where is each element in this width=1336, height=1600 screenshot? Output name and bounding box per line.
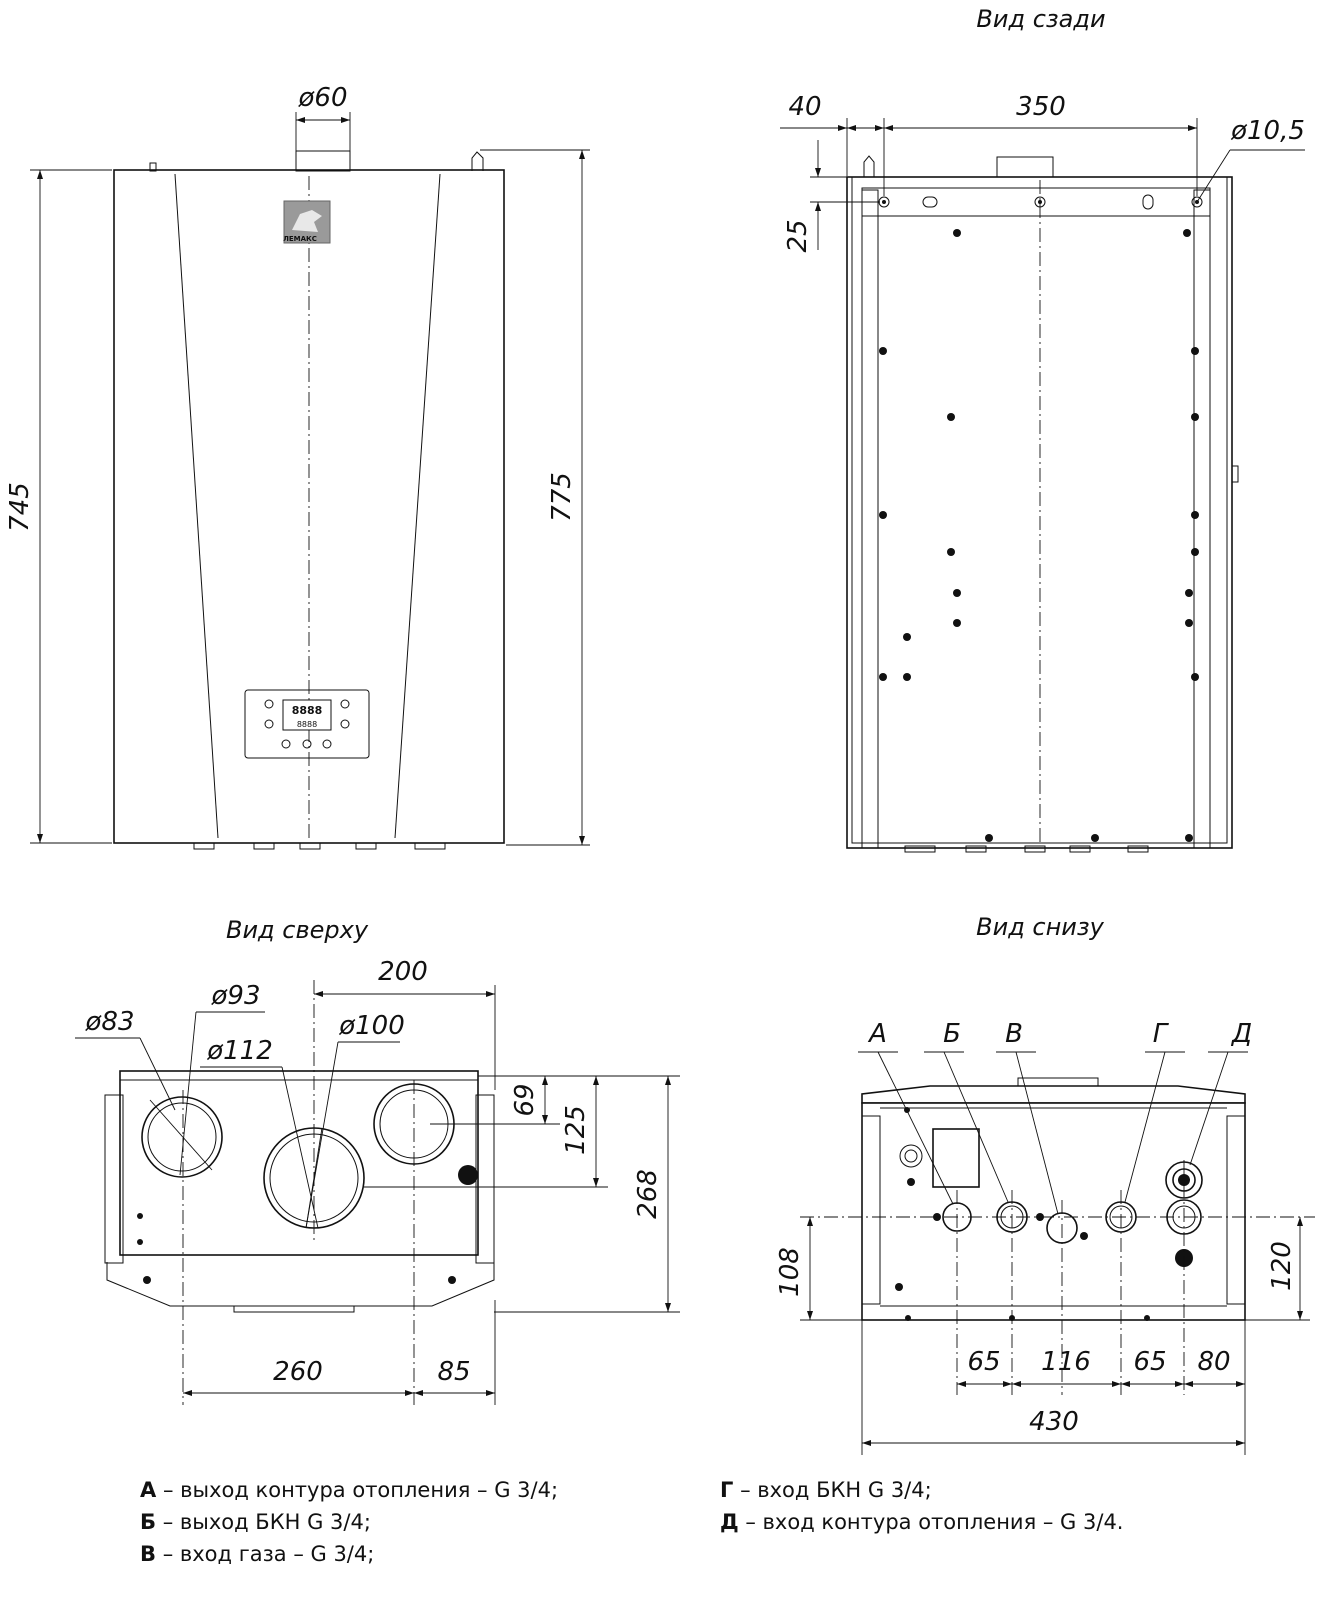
rear-view-title: Вид сзади bbox=[976, 5, 1105, 33]
legend-item-d: Д – вход контура отопления – G 3/4. bbox=[720, 1510, 1124, 1534]
dim-d260: 260 bbox=[273, 1357, 323, 1387]
rear-view: Вид сзади bbox=[780, 5, 1305, 853]
legend-item-v: В – вход газа – G 3/4; bbox=[140, 1542, 375, 1566]
svg-text:8888: 8888 bbox=[297, 720, 317, 729]
dim-d268: 268 bbox=[633, 1169, 663, 1219]
dim-d25: 25 bbox=[783, 219, 813, 252]
svg-text:8888: 8888 bbox=[292, 704, 323, 717]
dim-d65b: 65 bbox=[1133, 1347, 1166, 1377]
dim-d60: ø60 bbox=[298, 83, 348, 113]
legend-item-g: Г – вход БКН G 3/4; bbox=[720, 1478, 932, 1502]
air-intake-left bbox=[141, 1096, 223, 1178]
top-view-title: Вид сверху bbox=[226, 916, 369, 944]
flue-outlet bbox=[295, 150, 351, 172]
pressure-gauge-box bbox=[932, 1128, 980, 1188]
front-view: ЛЕМАКС 8888 8888 ø60 745 775 bbox=[5, 83, 590, 850]
dim-d125: 125 bbox=[561, 1105, 591, 1155]
dim-d93: ø93 bbox=[211, 981, 261, 1011]
bottom-view-title: Вид снизу bbox=[976, 913, 1105, 941]
dim-h775: 775 bbox=[547, 472, 577, 522]
dim-d65a: 65 bbox=[967, 1347, 1000, 1377]
legend-item-b: Б – выход БКН G 3/4; bbox=[140, 1510, 371, 1534]
rear-screw-pattern bbox=[879, 229, 1199, 842]
air-vent bbox=[471, 151, 484, 171]
dim-d69: 69 bbox=[510, 1083, 540, 1116]
top-view: Вид сверху ø93 ø83 ø112 ø100 bbox=[75, 916, 680, 1405]
dim-d10-5: ø10,5 bbox=[1230, 116, 1305, 146]
port-label-a: А bbox=[867, 1019, 887, 1049]
control-panel: 8888 8888 bbox=[244, 689, 370, 759]
dim-d80: 80 bbox=[1197, 1347, 1230, 1377]
dim-d112: ø112 bbox=[206, 1036, 273, 1066]
port-label-v: В bbox=[1005, 1019, 1023, 1049]
dim-d430: 430 bbox=[1029, 1407, 1079, 1437]
logo-text: ЛЕМАКС bbox=[283, 235, 317, 243]
dim-d40: 40 bbox=[788, 92, 821, 122]
dim-d83: ø83 bbox=[85, 1007, 135, 1037]
dim-h745: 745 bbox=[5, 482, 35, 532]
dim-d116: 116 bbox=[1041, 1347, 1091, 1377]
port-label-g: Г bbox=[1153, 1019, 1170, 1049]
dim-d120: 120 bbox=[1267, 1241, 1297, 1291]
port-label-b: Б bbox=[943, 1019, 961, 1049]
port-label-d: Д bbox=[1231, 1019, 1252, 1049]
rear-body-outline bbox=[846, 176, 1233, 849]
dim-d108: 108 bbox=[775, 1247, 805, 1297]
legend-item-a: А – выход контура отопления – G 3/4; bbox=[140, 1478, 559, 1502]
dim-d350: 350 bbox=[1016, 92, 1066, 122]
dim-d85: 85 bbox=[437, 1357, 470, 1387]
bottom-view: Вид снизу bbox=[775, 913, 1315, 1455]
brand-logo: ЛЕМАКС bbox=[283, 200, 331, 244]
legend-left: А – выход контура отопления – G 3/4; Б –… bbox=[140, 1474, 558, 1570]
dim-d200: 200 bbox=[378, 957, 428, 987]
flue-outlet-rear bbox=[996, 156, 1054, 178]
legend-right: Г – вход БКН G 3/4; Д – вход контура ото… bbox=[720, 1474, 1123, 1538]
dim-d100: ø100 bbox=[338, 1011, 405, 1041]
